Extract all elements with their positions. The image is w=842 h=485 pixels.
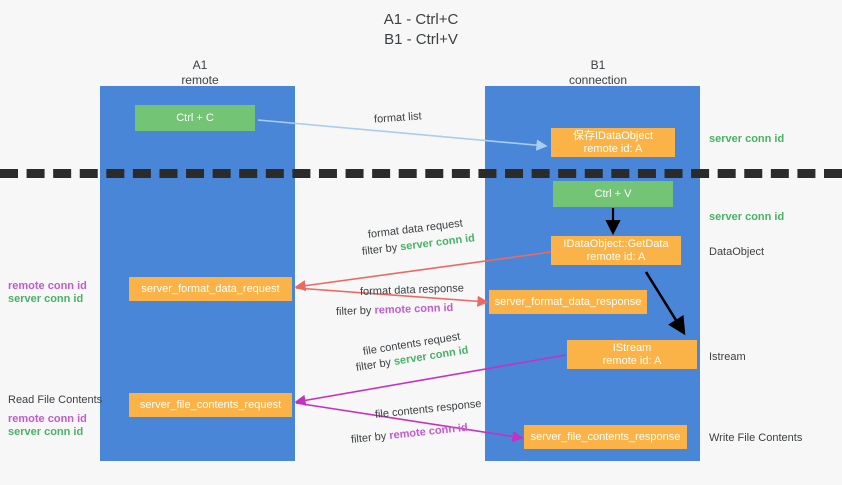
- column-a1-name: A1: [192, 58, 208, 72]
- node-server-format-data-response-label: server_format_data_response: [494, 295, 642, 308]
- column-a1-role: remote: [181, 73, 219, 87]
- node-ctrl-v-label: Ctrl + V: [594, 187, 632, 200]
- right-label-dataobject: DataObject: [709, 246, 765, 258]
- node-server-format-data-request[interactable]: server_format_data_request: [129, 277, 292, 301]
- node-server-format-data-response[interactable]: server_format_data_response: [489, 290, 647, 314]
- arrow-label-format-data-response-filter: filter by remote conn id: [336, 301, 454, 319]
- node-server-file-contents-response[interactable]: server_file_contents_response: [524, 425, 687, 449]
- filter-prefix: filter by: [335, 304, 375, 318]
- filter-prefix: filter by: [361, 241, 401, 258]
- column-b1-role: connection: [568, 73, 628, 87]
- node-getdata-line2: remote id: A: [586, 250, 646, 263]
- right-label-server-conn-id-1: server conn id: [709, 133, 785, 145]
- right-label-server-conn-id-2: server conn id: [709, 211, 785, 223]
- filter-value-remote-conn-id: remote conn id: [374, 301, 454, 317]
- arrow-label-file-contents-response-filter: filter by remote conn id: [350, 421, 468, 447]
- filter-prefix: filter by: [355, 356, 395, 374]
- right-label-istream: Istream: [709, 351, 746, 363]
- column-header-b1: B1 connection: [518, 58, 678, 88]
- node-ctrl-v[interactable]: Ctrl + V: [553, 181, 673, 207]
- node-server-file-contents-request-label: server_file_contents_request: [139, 398, 282, 411]
- arrow-label-format-list: format list: [373, 110, 423, 126]
- left-label-read-file-contents: Read File Contents: [8, 394, 103, 406]
- arrow-label-format-data-response: format data response: [359, 282, 465, 298]
- left-label-server-conn-id-1: server conn id: [8, 293, 84, 305]
- left-label-remote-conn-id-2: remote conn id: [8, 413, 87, 425]
- page-title: A1 - Ctrl+C B1 - Ctrl+V: [0, 10, 842, 50]
- node-server-file-contents-response-label: server_file_contents_response: [530, 430, 681, 443]
- column-header-a1: A1 remote: [120, 58, 280, 88]
- node-idataobject-getdata[interactable]: IDataObject::GetData remote id: A: [551, 236, 681, 265]
- title-line-1: A1 - Ctrl+C: [383, 11, 459, 28]
- filter-prefix: filter by: [350, 430, 390, 446]
- node-istream-line1: IStream: [612, 341, 652, 354]
- right-label-write-file-contents: Write File Contents: [709, 432, 803, 444]
- node-getdata-line1: IDataObject::GetData: [563, 237, 669, 250]
- node-ctrl-c-label: Ctrl + C: [176, 111, 214, 124]
- node-server-format-data-request-label: server_format_data_request: [141, 282, 280, 295]
- filter-value-remote-conn-id: remote conn id: [388, 421, 469, 442]
- left-label-remote-conn-id-1: remote conn id: [8, 280, 87, 292]
- phase-divider: [0, 169, 842, 178]
- node-save-idataobject[interactable]: 保存IDataObject remote id: A: [551, 128, 675, 157]
- arrow-label-file-contents-response: file contents response: [374, 397, 483, 421]
- node-istream[interactable]: IStream remote id: A: [567, 340, 697, 369]
- node-save-idataobject-line1: 保存IDataObject: [572, 129, 654, 142]
- node-istream-line2: remote id: A: [602, 354, 662, 367]
- title-line-2: B1 - Ctrl+V: [384, 31, 458, 48]
- node-save-idataobject-line2: remote id: A: [583, 142, 643, 155]
- left-label-server-conn-id-2: server conn id: [8, 426, 84, 438]
- node-server-file-contents-request[interactable]: server_file_contents_request: [129, 393, 292, 417]
- column-b1-name: B1: [590, 58, 606, 72]
- node-ctrl-c[interactable]: Ctrl + C: [135, 105, 255, 131]
